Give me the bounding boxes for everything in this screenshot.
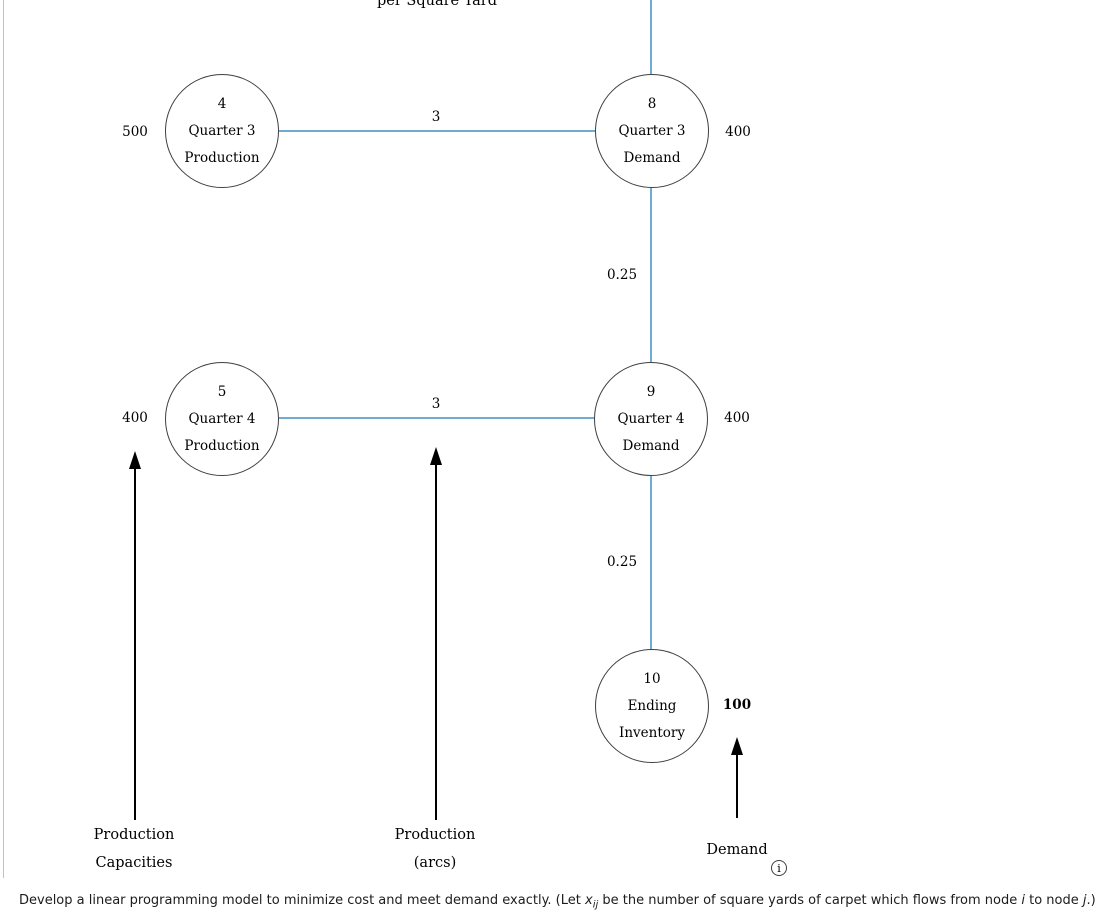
node-label-line2: Inventory bbox=[619, 724, 685, 741]
legend-line2: (arcs) bbox=[413, 855, 457, 871]
up-arrow-line bbox=[435, 464, 437, 820]
up-arrow-icon bbox=[430, 447, 442, 465]
left-border-divider bbox=[3, 0, 4, 878]
statement-text: be the number of square yards of carpet … bbox=[598, 893, 1022, 908]
legend-production-arcs: Production (arcs) bbox=[395, 821, 476, 877]
capacity-label-q3prod: 500 bbox=[122, 124, 148, 140]
node-number: 8 bbox=[647, 95, 657, 112]
node-label-line1: Quarter 4 bbox=[617, 410, 685, 427]
arc-cost-q3prod-q3demand: 3 bbox=[429, 109, 443, 125]
legend-line1: Production bbox=[93, 827, 175, 843]
node-quarter3-production: 4 Quarter 3 Production bbox=[165, 74, 279, 188]
node-ending-inventory: 10 Ending Inventory bbox=[595, 649, 709, 763]
node-label-line1: Quarter 4 bbox=[188, 410, 256, 427]
node-number: 4 bbox=[217, 95, 227, 112]
arc-line-q3demand-to-q4demand bbox=[650, 188, 652, 362]
legend-line2: Capacities bbox=[95, 855, 173, 871]
problem-statement: Develop a linear programming model to mi… bbox=[19, 893, 1111, 911]
capacity-label-q4prod: 400 bbox=[122, 410, 148, 426]
info-icon[interactable]: i bbox=[771, 860, 787, 876]
node-quarter3-demand: 8 Quarter 3 Demand bbox=[595, 74, 709, 188]
node-quarter4-production: 5 Quarter 4 Production bbox=[165, 362, 279, 476]
node-label-line2: Production bbox=[184, 437, 260, 454]
node-label-line1: Ending bbox=[627, 697, 677, 714]
demand-label-q3demand: 400 bbox=[725, 124, 751, 140]
node-label-line2: Production bbox=[184, 149, 260, 166]
up-arrow-icon bbox=[129, 451, 141, 469]
node-number: 5 bbox=[217, 383, 227, 400]
node-label-line1: Quarter 3 bbox=[188, 122, 256, 139]
node-number: 9 bbox=[646, 383, 656, 400]
node-label-line2: Demand bbox=[623, 149, 681, 166]
statement-text: .) bbox=[1086, 893, 1096, 908]
node-label-line1: Quarter 3 bbox=[618, 122, 686, 139]
up-arrow-line bbox=[134, 468, 136, 820]
arc-line-q4prod-to-q4demand bbox=[279, 417, 594, 419]
up-arrow-line bbox=[736, 754, 738, 818]
arc-cost-q3demand-q4demand: 0.25 bbox=[604, 267, 640, 283]
legend-demand: Demand bbox=[706, 842, 768, 858]
variable-i: i bbox=[1021, 893, 1025, 908]
subscript-ij: ij bbox=[592, 899, 599, 911]
arc-line-q3prod-to-q3demand bbox=[279, 130, 595, 132]
node-quarter4-demand: 9 Quarter 4 Demand bbox=[594, 362, 708, 476]
arc-cost-q4demand-ending: 0.25 bbox=[604, 554, 640, 570]
statement-text: Develop a linear programming model to mi… bbox=[19, 893, 585, 908]
variable-x: x bbox=[584, 893, 593, 908]
variable-j: j bbox=[1082, 893, 1087, 908]
demand-label-q4demand: 400 bbox=[724, 410, 750, 426]
top-caption: per Square Yard bbox=[376, 0, 498, 9]
arc-line-q4demand-to-ending bbox=[650, 476, 652, 649]
statement-text: to node bbox=[1024, 893, 1083, 908]
node-number: 10 bbox=[643, 670, 661, 687]
legend-production-capacities: Production Capacities bbox=[94, 821, 175, 877]
demand-label-ending-inventory: 100 bbox=[722, 697, 752, 713]
node-label-line2: Demand bbox=[622, 437, 680, 454]
legend-line1: Production bbox=[394, 827, 476, 843]
up-arrow-icon bbox=[731, 737, 743, 755]
arc-line-into-q3demand-from-above bbox=[650, 0, 652, 74]
arc-cost-q4prod-q4demand: 3 bbox=[429, 396, 443, 412]
